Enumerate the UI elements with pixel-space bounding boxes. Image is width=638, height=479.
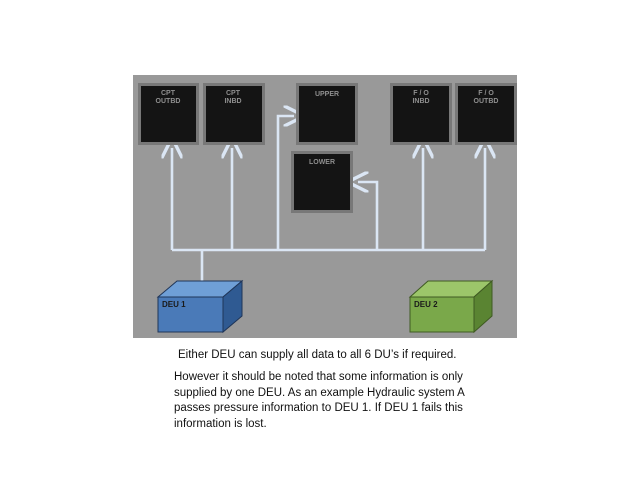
- deu-1-label: DEU 1: [162, 300, 186, 309]
- bus-to-upper: [276, 116, 294, 250]
- du-label-line: UPPER: [315, 91, 339, 98]
- du-label-line: CPT: [226, 90, 241, 97]
- note-line: information is lost.: [174, 417, 267, 430]
- bus-to-lower: [358, 182, 379, 250]
- diagram-caption: Either DEU can supply all data to all 6 …: [178, 349, 457, 361]
- du-upper: UPPER: [296, 83, 358, 145]
- deu-2-label: DEU 2: [414, 300, 438, 309]
- deu-2-box: DEU 2: [408, 279, 494, 334]
- du-label-line: OUTBD: [474, 98, 499, 105]
- du-label-line: INBD: [224, 98, 241, 105]
- du-cpt-inbd: CPT INBD: [203, 83, 265, 145]
- du-label-line: INBD: [412, 98, 429, 105]
- du-lower: LOWER: [291, 151, 353, 213]
- note-line: supplied by one DEU. As an example Hydra…: [174, 386, 465, 399]
- du-fo-outbd: F / O OUTBD: [455, 83, 517, 145]
- note-line: passes pressure information to DEU 1. If…: [174, 402, 463, 414]
- du-label-line: F / O: [478, 90, 494, 97]
- du-label-line: CPT: [161, 90, 176, 97]
- du-cpt-outbd: CPT OUTBD: [138, 83, 199, 145]
- du-fo-inbd: F / O INBD: [390, 83, 452, 145]
- du-label-line: OUTBD: [156, 98, 181, 105]
- explanatory-note: However it should be noted that some inf…: [174, 370, 504, 432]
- deu-1-box: DEU 1: [156, 279, 244, 334]
- du-label-line: F / O: [413, 90, 429, 97]
- du-label-line: LOWER: [309, 159, 335, 166]
- data-bus-lines: [172, 116, 485, 282]
- note-line: However it should be noted that some inf…: [174, 371, 463, 383]
